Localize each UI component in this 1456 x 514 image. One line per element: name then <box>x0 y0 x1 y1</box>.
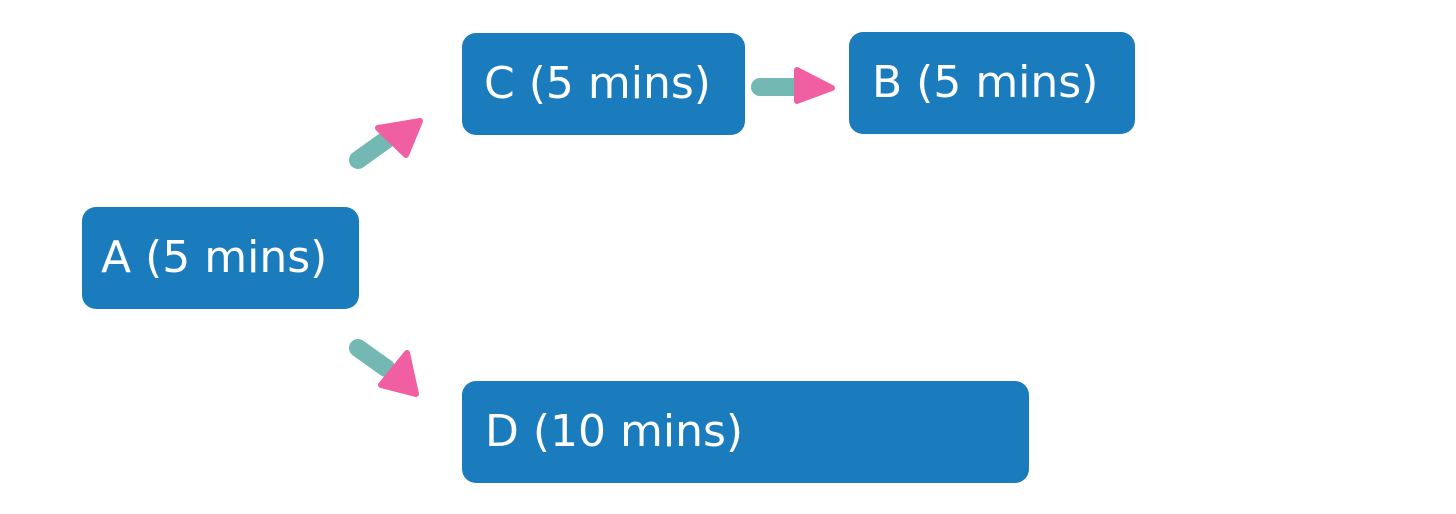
arrow-c-to-b <box>751 67 835 104</box>
node-d-label: D (10 mins) <box>485 406 744 457</box>
node-d: D (10 mins) <box>462 381 1029 483</box>
arrow-a-to-c-tail <box>349 131 395 169</box>
arrow-a-to-d-head <box>378 350 419 397</box>
node-a: A (5 mins) <box>82 207 359 309</box>
node-a-label: A (5 mins) <box>101 232 328 283</box>
node-c-label: C (5 mins) <box>484 58 711 109</box>
node-b: B (5 mins) <box>849 32 1135 134</box>
node-b-label: B (5 mins) <box>872 57 1099 108</box>
arrow-c-to-b-head <box>794 67 835 104</box>
arrow-a-to-d <box>349 339 419 397</box>
arrow-a-to-c <box>349 118 423 169</box>
arrow-a-to-d-tail <box>349 339 395 377</box>
arrow-a-to-c-head <box>375 118 423 158</box>
node-c: C (5 mins) <box>462 33 745 135</box>
